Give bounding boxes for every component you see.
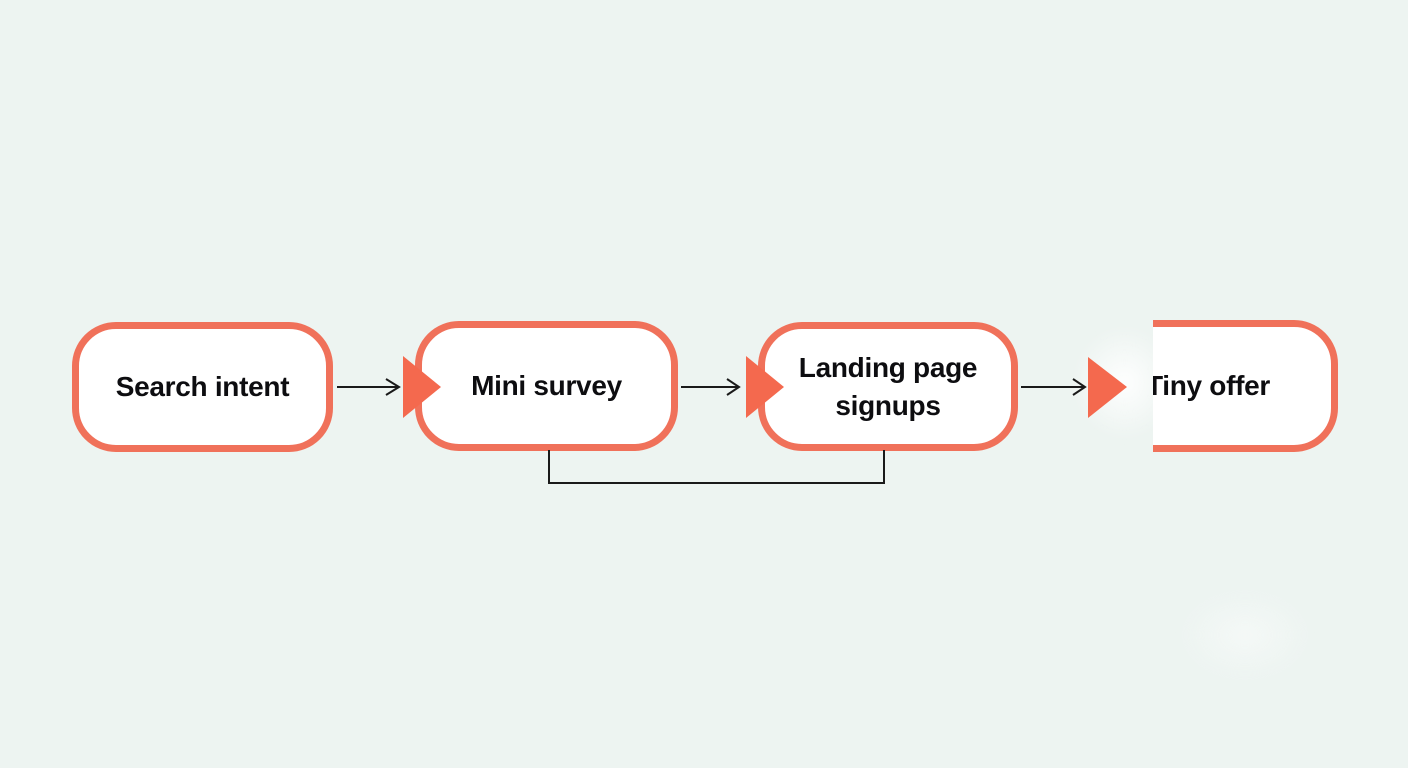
node-landing-page-signups: Landing page signups <box>758 322 1018 451</box>
node-label: Search intent <box>115 371 290 403</box>
feedback-loop-connector <box>548 450 885 484</box>
play-triangle-icon <box>1088 357 1127 418</box>
node-label: Tiny offer <box>1153 370 1271 402</box>
node-tiny-offer: Tiny offer <box>1153 320 1338 452</box>
arrow-connector-3 <box>1021 357 1127 418</box>
node-label: Mini survey <box>471 370 622 402</box>
node-tiny-offer-clip: Tiny offer <box>1153 320 1338 452</box>
background-glow <box>1180 590 1310 680</box>
node-label: Landing page signups <box>798 351 978 421</box>
node-mini-survey: Mini survey <box>415 321 678 451</box>
node-search-intent: Search intent <box>72 322 333 452</box>
